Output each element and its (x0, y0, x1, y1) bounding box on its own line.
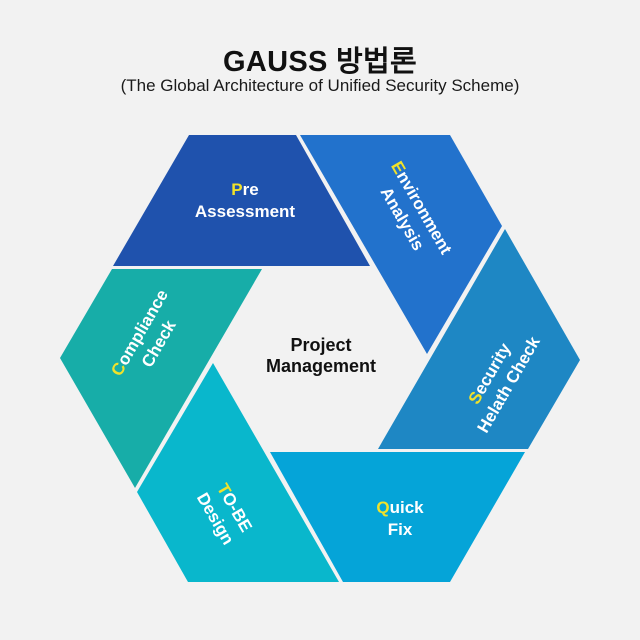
segment-security-health-check: Security Helath Check (378, 229, 580, 449)
center-project-management: Project Management (266, 335, 376, 376)
segment-environment-analysis: Environment Analysis (300, 135, 502, 354)
segment-shape (137, 363, 339, 582)
center-label-line1: Project (290, 335, 351, 355)
center-label-line2: Management (266, 356, 376, 376)
segment-shape (270, 452, 525, 582)
segment-to-be-design: TO-BE Design (137, 363, 339, 582)
diagram-title: GAUSS 방법론 (223, 46, 417, 78)
segment-label-line1: Quick (376, 498, 424, 517)
diagram-subtitle: (The Global Architecture of Unified Secu… (120, 76, 520, 95)
segment-shape (378, 229, 580, 449)
segment-shape (300, 135, 502, 354)
segment-shape (113, 135, 370, 266)
segment-pre-assessment: Pre Assessment (113, 135, 370, 266)
segment-compliance-check: Compliance Check (60, 269, 262, 488)
segment-label-line2: Fix (388, 520, 413, 539)
segment-label-line1: Pre (231, 180, 258, 199)
segment-label-line2: Assessment (195, 202, 296, 221)
segment-quick-fix: Quick Fix (270, 452, 525, 582)
segment-shape (60, 269, 262, 488)
